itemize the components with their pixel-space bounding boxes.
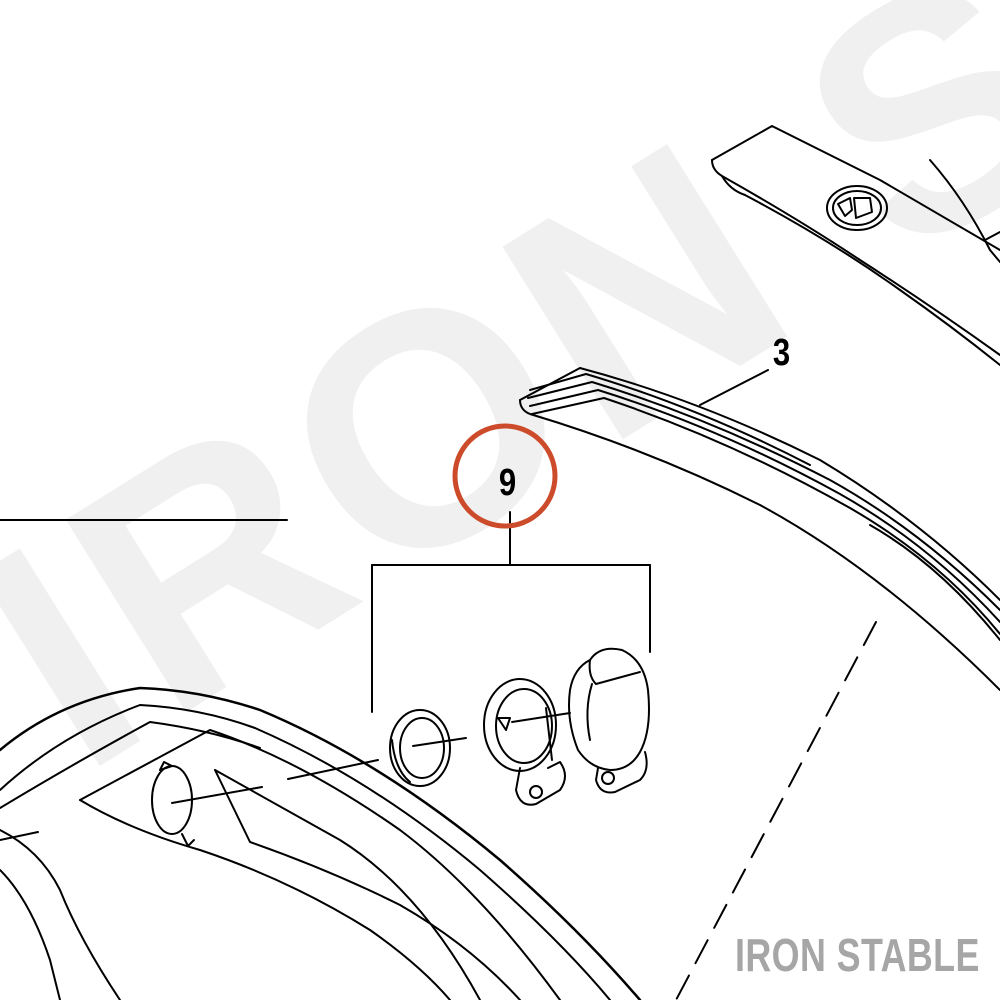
leader-line-opening [171, 786, 263, 804]
brand-logo-text: IRON STABLE [735, 929, 980, 981]
mounting-bracket-part [483, 678, 571, 806]
hinged-cap-part [568, 647, 650, 794]
lower-panel-part [0, 686, 642, 1000]
retaining-ring-part [389, 709, 467, 787]
callout-9-bracket [371, 511, 651, 713]
leader-line-3 [699, 369, 769, 406]
panel-opening-ring [151, 761, 195, 847]
rail-trim-part [519, 367, 1000, 691]
leader-line-ring [287, 759, 379, 780]
callout-3: 3 [772, 332, 791, 374]
leader-line-panel [0, 831, 39, 841]
assembly-dashed-line [675, 621, 877, 1000]
callout-9: 9 [498, 462, 517, 504]
top-trim-strip [711, 125, 1000, 366]
emblem-icon [826, 185, 888, 231]
callout-9-highlight [452, 423, 558, 529]
